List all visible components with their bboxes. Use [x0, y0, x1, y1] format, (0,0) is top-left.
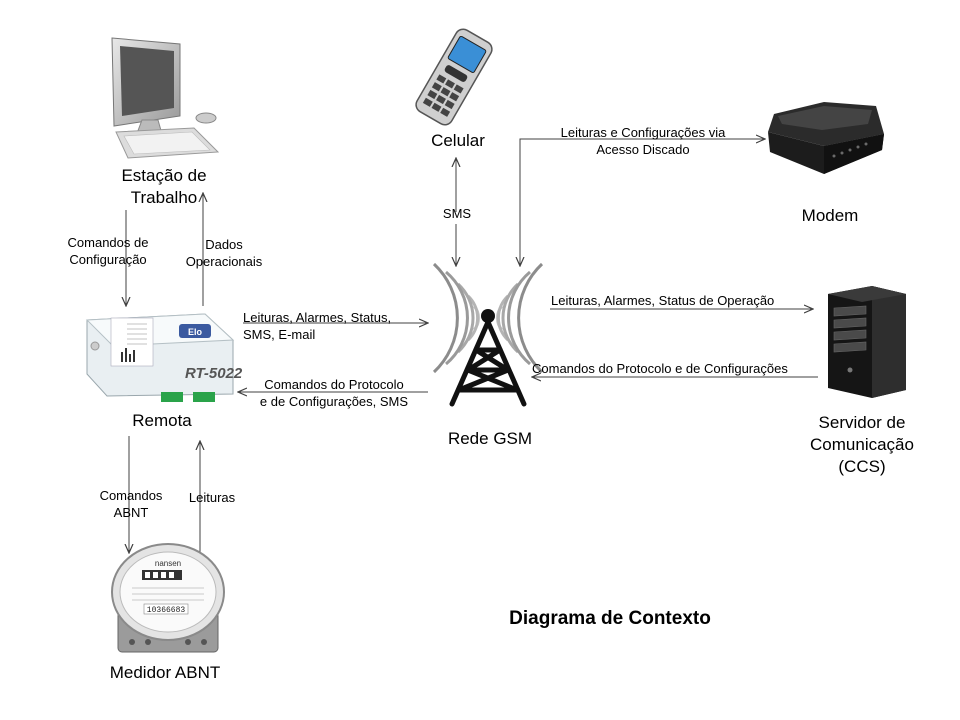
- edge-label-config-commands-line2: Configuração: [69, 252, 147, 267]
- mobile-phone-icon: [415, 28, 493, 126]
- edge-label-config-commands-line1: Comandos de: [67, 235, 149, 250]
- edge-label-operational-data-line2: Operacionais: [185, 254, 263, 269]
- edge-label-dialup-line1: Leituras e Configurações via: [560, 125, 726, 140]
- device-model-text: RT-5022: [185, 365, 243, 382]
- workstation-label-line1: Estação de: [121, 166, 207, 185]
- edge-label-abnt-commands-line1: Comandos: [99, 488, 163, 503]
- rt-5022-device-icon: Elo RT-5022: [85, 313, 243, 402]
- edge-label-dialup: Leituras e Configurações via Acesso Disc…: [540, 124, 746, 158]
- gsm-label: Rede GSM: [447, 429, 533, 448]
- arrow-dialup-modem: [519, 139, 765, 266]
- workstation-label: Estação de Trabalho: [104, 165, 224, 209]
- server-tower-icon: [828, 286, 906, 398]
- edge-label-gsm-to-server: Leituras, Alarmes, Status de Operação: [551, 293, 775, 308]
- modem-icon: [768, 102, 884, 174]
- server-label-line2: Comunicação: [810, 435, 914, 454]
- meter-serial-text: 10366683: [147, 606, 186, 615]
- edge-label-remote-to-gsm-line1: Leituras, Alarmes, Status,: [243, 310, 392, 325]
- meter-label: Medidor ABNT: [109, 663, 221, 682]
- edge-label-abnt-commands: Comandos ABNT: [88, 487, 174, 521]
- radio-tower-icon: [432, 262, 544, 407]
- edge-label-remote-to-gsm-line2: SMS, E-mail: [243, 327, 316, 342]
- edge-label-gsm-to-remote-line1: Comandos do Protocolo: [264, 377, 404, 392]
- edge-label-server-to-gsm: Comandos do Protocolo e de Configurações: [532, 361, 788, 376]
- server-label-line3: (CCS): [838, 457, 886, 476]
- edge-label-config-commands: Comandos de Configuração: [52, 234, 164, 268]
- edge-label-abnt-commands-line2: ABNT: [113, 505, 149, 520]
- svg-text:Elo: Elo: [188, 327, 203, 337]
- edge-label-operational-data-line1: Dados: [205, 237, 243, 252]
- diagram-title: Diagrama de Contexto: [509, 608, 711, 629]
- electric-meter-icon: nansen 10366683: [111, 543, 225, 653]
- edge-label-remote-to-gsm: Leituras, Alarmes, Status, SMS, E-mail: [243, 309, 391, 343]
- edge-label-gsm-to-remote-line2: e de Configurações, SMS: [259, 394, 409, 409]
- workstation-label-line2: Trabalho: [130, 188, 198, 207]
- meter-brand-text: nansen: [155, 559, 181, 568]
- edge-label-operational-data: Dados Operacionais: [170, 236, 278, 270]
- server-label: Servidor de Comunicação (CCS): [792, 412, 932, 478]
- edge-label-sms: SMS: [442, 206, 472, 221]
- edge-label-gsm-to-remote: Comandos do Protocolo e de Configurações…: [244, 376, 424, 410]
- server-label-line1: Servidor de: [818, 413, 906, 432]
- edge-label-dialup-line2: Acesso Discado: [596, 142, 690, 157]
- remote-label: Remota: [132, 411, 192, 430]
- phone-label: Celular: [431, 131, 485, 150]
- desktop-computer-icon: [111, 37, 220, 159]
- modem-label: Modem: [801, 206, 859, 225]
- edge-label-readings: Leituras: [188, 490, 236, 505]
